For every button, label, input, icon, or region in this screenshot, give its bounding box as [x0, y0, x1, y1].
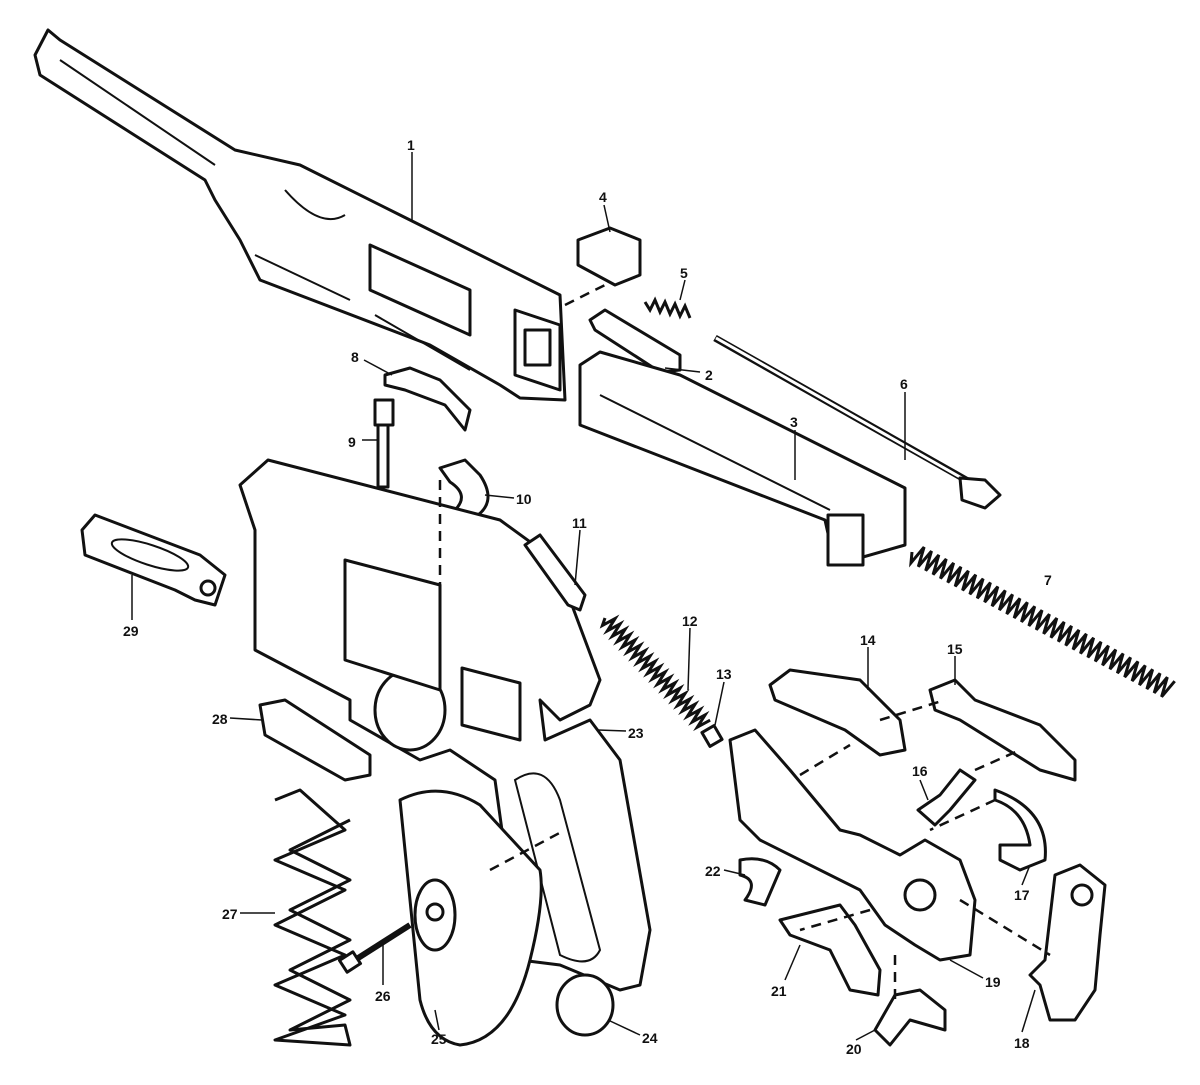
- part-7-spring: [909, 546, 1176, 698]
- label-8: 8: [351, 349, 359, 365]
- part-21: [778, 903, 882, 997]
- part-8: [383, 366, 472, 432]
- part-23-frame: [238, 458, 652, 992]
- part-12-spring: [599, 614, 711, 732]
- part-28: [258, 698, 372, 782]
- label-22: 22: [705, 863, 721, 879]
- part-26-screw: [337, 922, 412, 974]
- label-12: 12: [682, 613, 698, 629]
- leader-lines: [131, 152, 1036, 1041]
- label-5: 5: [680, 265, 688, 281]
- part-27-magazine-spring: [273, 788, 352, 1047]
- part-17: [993, 788, 1047, 872]
- label-18: 18: [1014, 1035, 1030, 1051]
- label-21: 21: [771, 983, 787, 999]
- part-4: [576, 226, 642, 287]
- part-14: [768, 668, 907, 757]
- part-19-lock-frame: [728, 728, 977, 962]
- part-18-hammer: [1028, 863, 1107, 1022]
- label-28: 28: [212, 711, 228, 727]
- label-16: 16: [912, 763, 928, 779]
- part-labels: 1 2 3 4 5 6 7 8 9 10 11 12 13 14 15 16 1…: [123, 137, 1052, 1057]
- part-1-barrel-receiver: [33, 28, 567, 402]
- label-3: 3: [790, 414, 798, 430]
- label-10: 10: [516, 491, 532, 507]
- label-26: 26: [375, 988, 391, 1004]
- label-15: 15: [947, 641, 963, 657]
- label-2: 2: [705, 367, 713, 383]
- label-1: 1: [407, 137, 415, 153]
- part-24-lanyard-ring: [555, 973, 615, 1037]
- label-4: 4: [599, 189, 607, 205]
- label-24: 24: [642, 1030, 658, 1046]
- label-17: 17: [1014, 887, 1030, 903]
- part-16: [916, 768, 977, 827]
- label-27: 27: [222, 906, 238, 922]
- part-6-firing-pin: [713, 334, 1002, 510]
- part-29: [80, 513, 227, 607]
- part-22: [738, 857, 782, 907]
- part-20: [873, 988, 947, 1047]
- part-9: [373, 398, 395, 489]
- part-25-grip: [398, 789, 543, 1047]
- part-5-spring: [643, 296, 692, 320]
- label-11: 11: [572, 515, 587, 531]
- label-7: 7: [1044, 572, 1052, 588]
- label-9: 9: [348, 434, 356, 450]
- label-14: 14: [860, 632, 876, 648]
- label-19: 19: [985, 974, 1001, 990]
- assembly-lines: [438, 283, 1051, 1000]
- label-29: 29: [123, 623, 139, 639]
- label-6: 6: [900, 376, 908, 392]
- label-25: 25: [431, 1031, 447, 1047]
- part-11: [523, 533, 587, 612]
- label-20: 20: [846, 1041, 862, 1057]
- label-23: 23: [628, 725, 644, 741]
- part-15: [928, 678, 1077, 782]
- part-3-bolt: [578, 350, 907, 567]
- label-13: 13: [716, 666, 732, 682]
- part-13: [700, 724, 724, 748]
